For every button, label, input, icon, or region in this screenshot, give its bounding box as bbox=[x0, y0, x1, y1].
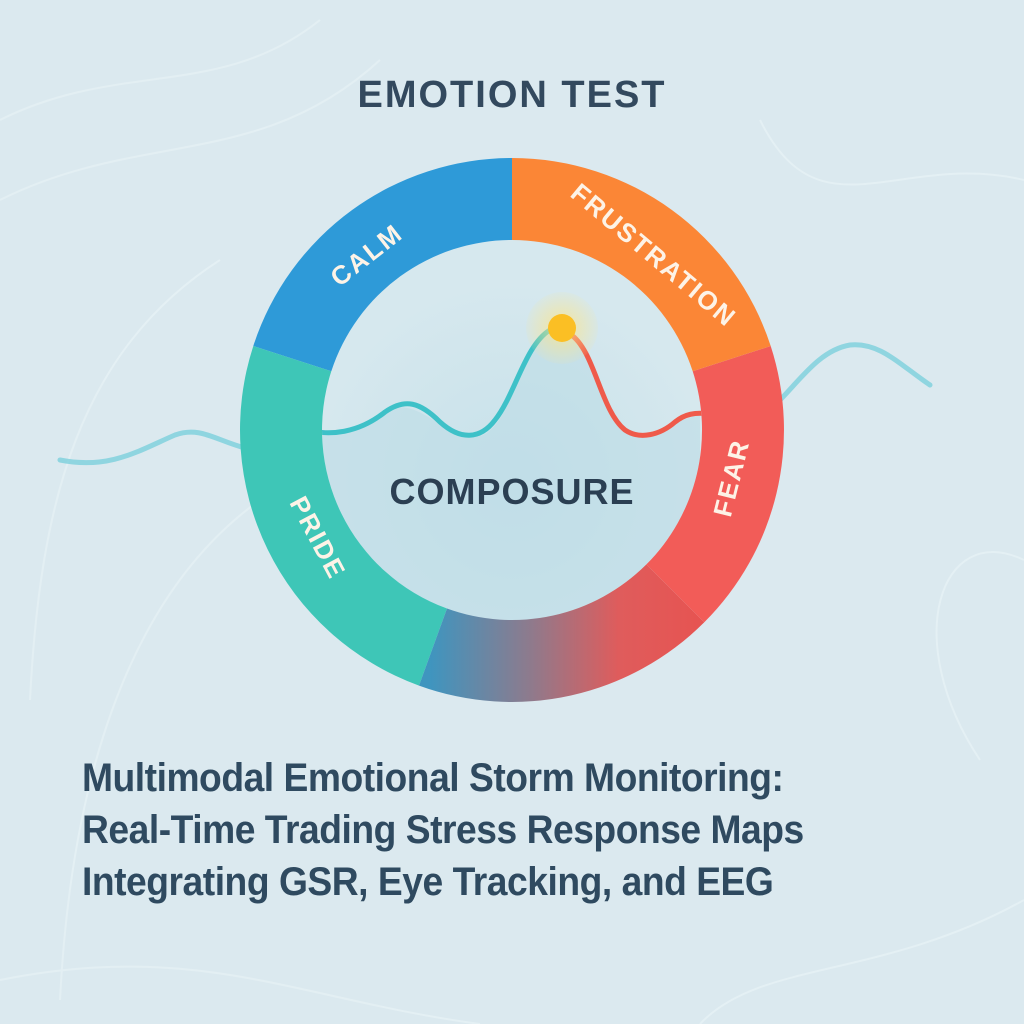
contour-lines bbox=[0, 19, 1024, 1024]
segment-calm bbox=[253, 158, 513, 372]
center-label: COMPOSURE bbox=[389, 471, 634, 512]
wave-calm bbox=[322, 327, 553, 438]
page-title: EMOTION TEST bbox=[357, 74, 667, 116]
caption-line-3: Integrating GSR, Eye Tracking, and EEG bbox=[82, 860, 774, 904]
caption: Multimodal Emotional Storm Monitoring: R… bbox=[82, 752, 982, 908]
segment-transition bbox=[419, 564, 705, 702]
peak-marker bbox=[548, 314, 576, 342]
wave-left-outside bbox=[57, 429, 248, 466]
caption-line-2: Real-Time Trading Stress Response Maps bbox=[82, 808, 804, 852]
wave-right-outside bbox=[777, 342, 933, 403]
segment-pride bbox=[240, 346, 447, 686]
wave-stress bbox=[567, 331, 702, 438]
caption-line-1: Multimodal Emotional Storm Monitoring: bbox=[82, 756, 784, 800]
segment-fear bbox=[646, 346, 784, 623]
segment-frustration bbox=[512, 158, 771, 372]
